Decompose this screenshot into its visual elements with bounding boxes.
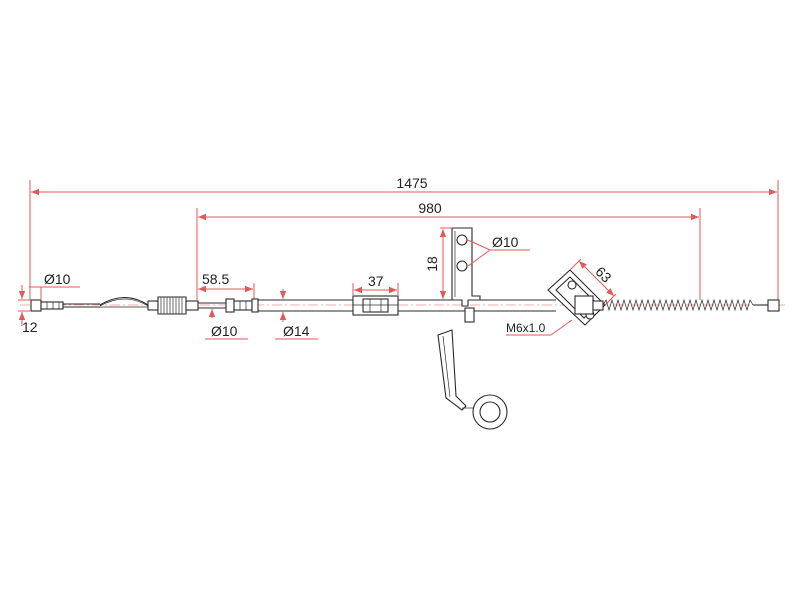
dim-left-end: 12 Ø10	[18, 271, 80, 335]
flange-length-label: 63	[592, 263, 614, 285]
dim-overall-length: 1475	[29, 175, 779, 300]
left-end-diameter-label: Ø10	[44, 271, 71, 287]
dim-fitting-diameter: Ø10	[205, 309, 248, 340]
dim-grommet-length: 37	[352, 273, 399, 296]
bracket-hole-diameter-label: Ø10	[492, 234, 519, 250]
left-end-fitting	[30, 299, 64, 312]
sheath-diameter-label: Ø14	[283, 323, 310, 339]
sheath-length-label: 980	[418, 200, 442, 216]
flange-hole-upper	[567, 280, 577, 290]
bracket-height-label: 18	[424, 256, 440, 272]
bracket-hole-upper	[456, 234, 468, 246]
left-end-length-label: 12	[22, 319, 38, 335]
boot-length-label: 58.5	[202, 271, 229, 287]
bracket-hole-lower	[456, 260, 468, 272]
dim-bracket-hole: Ø10	[467, 234, 530, 267]
inner-cable-left	[63, 296, 149, 308]
dim-sheath-diameter: Ø14	[275, 289, 318, 340]
dim-bracket-height: 18	[424, 227, 452, 299]
grommet-length-label: 37	[368, 273, 384, 289]
sheath-end-fitting	[198, 298, 259, 313]
mounting-bracket	[451, 227, 481, 323]
rubber-boot	[147, 296, 199, 315]
fitting-diameter-label: Ø10	[211, 323, 238, 339]
return-spring	[602, 298, 768, 312]
dim-sheath-length: 980	[196, 200, 701, 300]
dim-boot-length: 58.5	[196, 271, 255, 300]
overall-length-label: 1475	[396, 175, 427, 191]
retaining-clip	[437, 329, 508, 430]
grommet	[352, 295, 399, 316]
outer-sheath	[258, 299, 556, 312]
dim-thread: M6x1.0	[506, 319, 573, 336]
thread-label: M6x1.0	[506, 321, 546, 335]
right-end-fitting	[767, 299, 780, 312]
